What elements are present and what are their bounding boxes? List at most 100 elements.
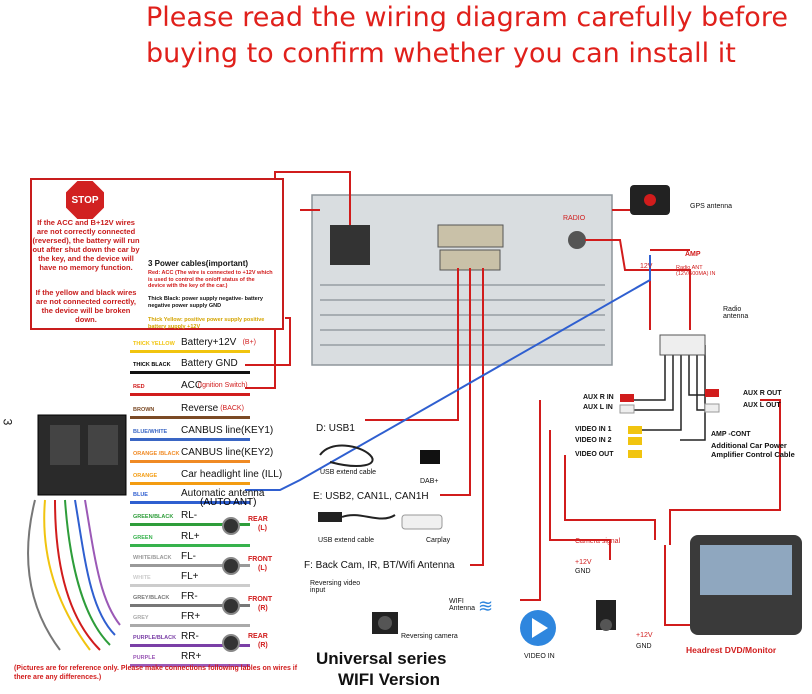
wire-function: Automatic antenna <box>181 488 265 499</box>
wire-color-bar <box>130 438 250 441</box>
wire-function-extra: (Ignition Switch) <box>197 382 248 389</box>
aux-connector <box>659 334 706 356</box>
power-cables-title: 3 Power cables(important) <box>148 259 249 268</box>
dab-label: DAB+ <box>420 478 439 485</box>
wire-color-bar <box>130 624 250 627</box>
radio-ant-in: Radio ANT (12V/500MA) IN <box>676 265 716 277</box>
wire-function: FR- <box>181 591 198 602</box>
speaker-label: FRONT <box>248 556 273 563</box>
head-unit-port-b <box>437 224 504 248</box>
head-unit-port-c <box>439 249 501 271</box>
usb-extend-label-2: USB extend cable <box>318 537 375 544</box>
video-in-2: VIDEO IN 2 <box>575 437 612 444</box>
wire-name: BLUE <box>133 492 148 498</box>
wire-name: PURPLE <box>133 655 156 661</box>
wire-color-bar <box>130 604 250 607</box>
wire-function: CANBUS line(KEY2) <box>181 447 274 458</box>
amp-label: AMP <box>685 251 701 258</box>
wire-function: CANBUS line(KEY1) <box>181 425 274 436</box>
wire-function: RL+ <box>181 531 200 542</box>
speaker-side: (L) <box>258 525 267 532</box>
usb-extend-label: USB extend cable <box>320 469 377 476</box>
power-black-desc: Thick Black: power supply negative- batt… <box>148 296 263 309</box>
amp-12v: 12V <box>640 263 653 270</box>
video-in-label: VIDEO IN <box>524 653 555 660</box>
wire-color-bar <box>130 644 250 647</box>
stop-sign-icon: STOP <box>66 181 104 219</box>
headrest-monitor-label: Headrest DVD/Monitor <box>686 645 777 655</box>
side-number: 3 <box>0 418 15 426</box>
speaker-icon <box>222 517 240 535</box>
wire-function-extra: (B+) <box>242 339 257 346</box>
reversing-camera-label: Reversing camera <box>401 633 458 640</box>
wire-color-bar <box>130 544 250 547</box>
aux-l-in: AUX L IN <box>583 404 613 411</box>
series-line-1: Universal series <box>316 649 447 668</box>
radio-port-shape <box>568 231 586 249</box>
speaker-icon <box>222 597 240 615</box>
gps-antenna-label: GPS antenna <box>690 203 733 210</box>
wire-function: FR+ <box>181 611 201 622</box>
wire-function: Battery+12V <box>181 337 237 348</box>
wire-function: Car headlight line (ILL) <box>181 469 283 480</box>
wire-function: Reverse <box>181 403 219 414</box>
wire-function: RR- <box>181 631 199 642</box>
footer-note: (Pictures are for reference only. Please… <box>14 665 298 681</box>
wire-function: FL- <box>181 551 196 562</box>
wifi-icon: ≋ <box>478 596 494 616</box>
wire-color-bar <box>130 664 250 667</box>
speaker-icon <box>222 634 240 652</box>
dab-antenna <box>420 450 440 464</box>
carplay-dongle <box>401 514 443 530</box>
wire-name: ORANGE <box>133 473 158 479</box>
monitor-12v: +12V <box>636 632 653 639</box>
wire-color-bar <box>130 393 250 396</box>
wire-color-bar <box>130 523 250 526</box>
speaker-side: (R) <box>258 605 268 612</box>
wire-color-bar <box>130 584 250 587</box>
wire-function: Battery GND <box>181 358 238 369</box>
wire-name: GREY/BLACK <box>133 595 170 601</box>
wire-color-bar <box>130 350 250 353</box>
wire-name: WHITE/BLACK <box>133 555 172 561</box>
wire-color-bar <box>130 371 250 374</box>
headline-line-2: buying to confirm whether you can instal… <box>146 38 736 69</box>
warning-text-1: If the ACC and B+12V wires are not corre… <box>32 218 140 272</box>
series-line-2: WIFI Version <box>338 670 441 689</box>
wire-color-bar <box>130 564 250 567</box>
head-unit-port-a <box>330 225 370 265</box>
wire-name: ORANGE /BLACK <box>133 451 180 457</box>
amp-cont-label: AMP -CONT <box>711 431 751 438</box>
speaker-side: (R) <box>258 642 268 649</box>
wire-color-bar <box>130 501 250 504</box>
usb2-title: E: USB2, CAN1L, CAN1H <box>313 491 429 502</box>
speaker-label: REAR <box>248 633 268 640</box>
wire-name: BLUE/WHITE <box>133 429 168 435</box>
head-unit-body <box>311 194 613 366</box>
wire-name: THICK YELLOW <box>133 341 175 347</box>
wire-name: RED <box>133 384 145 390</box>
warning-text-2: If the yellow and black wires are not co… <box>35 288 137 324</box>
wifi-antenna-label: WIFI Antenna <box>449 598 476 612</box>
wire-function-extra: (BACK) <box>220 405 244 412</box>
aux-r-in: AUX R IN <box>583 394 614 401</box>
radio-antenna-label: Radio antenna <box>723 306 749 320</box>
carplay-label: Carplay <box>426 537 451 544</box>
wire-function: RL- <box>181 510 198 521</box>
usb1-title: D: USB1 <box>316 423 355 434</box>
wire-function: RR+ <box>181 651 202 662</box>
power-red-desc: Red: ACC (The wire is connected to +12V … <box>148 270 273 289</box>
aux-l-out: AUX L OUT <box>743 402 781 409</box>
wire-color-bar <box>130 482 250 485</box>
video-in-1: VIDEO IN 1 <box>575 426 612 433</box>
speaker-icon <box>222 557 240 575</box>
wire-name: PURPLE/BLACK <box>133 635 177 641</box>
cam-gnd: GND <box>575 568 591 575</box>
headline-line-1: Please read the wiring diagram carefully… <box>146 2 788 33</box>
speaker-label: FRONT <box>248 596 273 603</box>
aux-r-out: AUX R OUT <box>743 390 782 397</box>
speaker-label: REAR <box>248 516 268 523</box>
amp-cont-desc: Additional Car Power Amplifier Control C… <box>711 441 795 459</box>
wire-color-bar <box>130 460 250 463</box>
